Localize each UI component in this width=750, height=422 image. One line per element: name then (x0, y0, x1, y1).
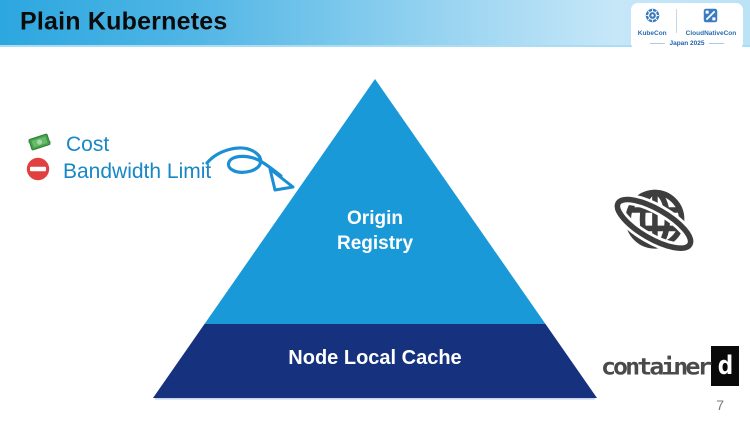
cloudnativecon-logo: CloudNativeCon (685, 8, 737, 37)
event-badge-logos: KubeCon CloudNativeCon (631, 8, 743, 37)
containerd-d-box: d (711, 346, 740, 386)
looped-arrow-icon (205, 146, 295, 192)
badge-divider (675, 9, 677, 33)
containerd-wordmark: container (601, 352, 712, 380)
kubecon-logo: KubeCon (638, 8, 667, 37)
origin-registry-line2: Registry (336, 233, 414, 254)
bandwidth-limit-label: Bandwidth Limit (63, 159, 212, 183)
event-badge: KubeCon CloudNativeCon Japan 2025 (631, 3, 743, 50)
money-with-wings-icon (26, 129, 53, 161)
edition-line-right (708, 43, 724, 44)
node-local-cache-label: Node Local Cache (288, 347, 462, 369)
edition-label: Japan 2025 (669, 40, 705, 47)
cost-annotation: Cost (26, 129, 109, 161)
edition-line-left (650, 43, 666, 44)
containerd-logo: container d (601, 346, 740, 386)
pyramid-base-shadow (155, 398, 595, 400)
cloudnativecon-label: CloudNativeCon (685, 30, 737, 37)
cloudnativecon-cube-icon (703, 8, 718, 28)
pyramid-bottom-layer (153, 324, 597, 398)
page-title: Plain Kubernetes (20, 6, 228, 35)
internet-globe-icon (608, 176, 700, 268)
no-entry-icon (26, 157, 50, 186)
kubecon-wheel-icon (645, 8, 660, 28)
pyramid-top-layer (204, 79, 546, 324)
kubecon-label: KubeCon (637, 30, 667, 37)
origin-registry-label: Origin Registry (275, 206, 475, 256)
header-bar: Plain Kubernetes (0, 0, 750, 47)
edition-row: Japan 2025 (631, 40, 743, 47)
page-number: 7 (716, 397, 724, 413)
origin-registry-line1: Origin (347, 208, 403, 229)
cost-label: Cost (66, 133, 110, 156)
bandwidth-annotation: Bandwidth Limit (26, 157, 211, 186)
containerd-d-letter: d (717, 351, 734, 381)
